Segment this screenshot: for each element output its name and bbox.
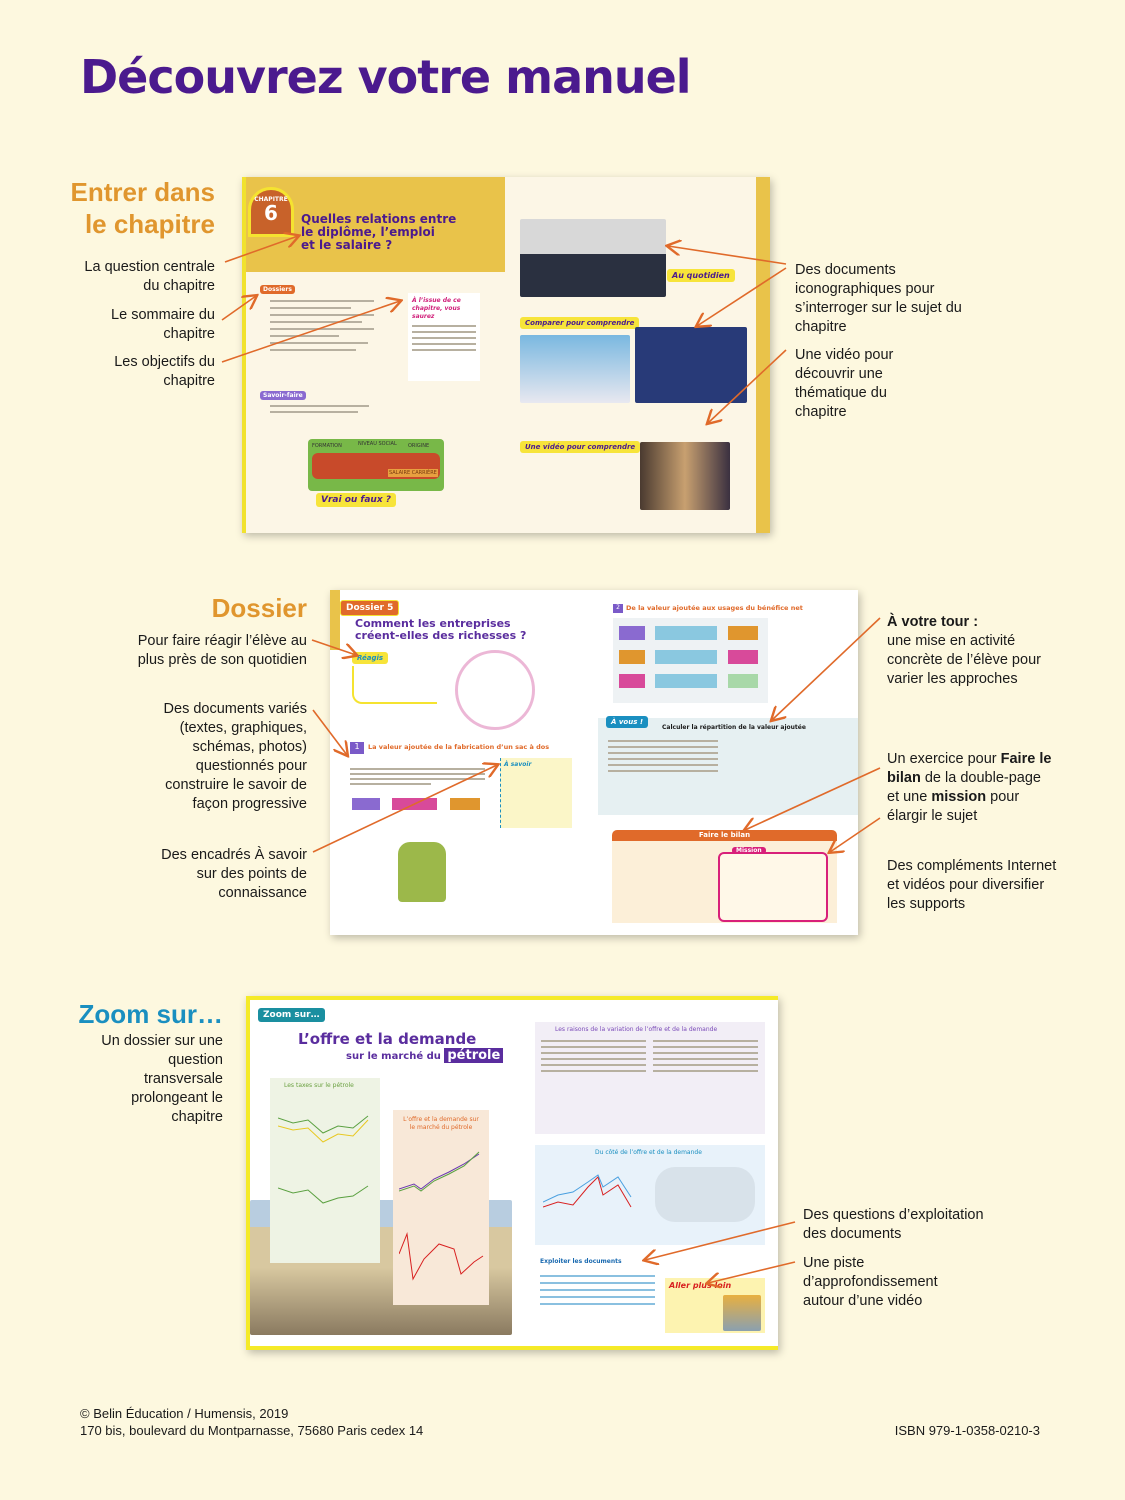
label-dossier-transversal: Un dossier sur une question transversale… [101,1033,223,1125]
zoom-title: L’offre et la demande sur le marché du p… [298,1030,504,1063]
video-thumbnail[interactable] [640,442,730,510]
chapter-question: Quelles relations entre le diplôme, l’em… [301,212,457,252]
label-piste-approfondissement: Une piste d’approfondissement autour d’u… [803,1255,938,1309]
label-a-votre-tour: À votre tour :une mise en activité concr… [887,614,1041,687]
page-title: Découvrez votre manuel [80,50,692,104]
label-documents-iconographiques: Des documents iconographiques pour s’int… [795,262,962,335]
label-reagir: Pour faire réagir l’élève au plus près d… [137,633,307,668]
spread-chapitre: CHAPITRE 6 Quelles relations entre le di… [242,177,770,533]
photo-mechanics [635,327,747,403]
dossier-title: Comment les entreprises créent-elles des… [355,617,527,642]
label-a-savoir: Des encadrés À savoir sur des points de … [161,847,307,901]
faire-le-bilan-bar: Faire le bilan [612,830,837,841]
doc1-title: La valeur ajoutée de la fabrication d’un… [368,743,550,751]
comparer-label: Comparer pour comprendre [520,317,640,329]
value-diagram [613,618,768,703]
section-heading-zoom: Zoom sur… [78,999,223,1029]
dossiers-tag: Dossiers [260,285,295,294]
label-documents-varies: Des documents variés (textes, graphiques… [163,701,307,812]
objectives-box: À l’issue de ce chapitre, vous saurez [408,293,480,381]
label-video: Une vidéo pour découvrir une thématique … [795,347,894,420]
mission-box: Mission [718,847,828,922]
label-questions-exploitation: Des questions d’exploitation des documen… [803,1207,984,1242]
label-question-centrale: La question centrale du chapitre [84,259,215,294]
scooter-illustration [455,650,535,730]
world-map [655,1167,755,1222]
a-vous-section: À vous ! Calculer la répartition de la v… [598,716,858,815]
doc3-text-box: Les raisons de la variation de l’offre e… [535,1022,765,1134]
race-track-illustration: FORMATION NIVEAU SOCIAL ORIGINE SALAIRE … [308,439,444,491]
vrai-faux-label: Vrai ou faux ? [316,493,396,507]
section-heading-chapitre: Entrer dans le chapitre [70,177,216,239]
reagis-label: Réagis [352,652,389,664]
dossier-tag: Dossier 5 [340,600,400,616]
zoom-tag: Zoom sur… [258,1008,325,1022]
spread-dossier: Dossier 5 Comment les entreprises créent… [330,590,858,935]
label-sommaire: Le sommaire du chapitre [111,307,215,342]
left-page: CHAPITRE 6 Quelles relations entre le di… [242,177,505,533]
section-heading-dossier: Dossier [211,593,307,623]
label-faire-le-bilan: Un exercice pour Faire le bilan de la do… [887,751,1052,824]
aller-plus-loin-box: Aller plus loin [665,1278,765,1333]
photo-nurses [520,335,630,403]
doc4-chart-box: Du côté de l’offre et de la demande [535,1145,765,1245]
label-complements: Des compléments Internet et vidéos pour … [887,858,1057,912]
doc2-title: De la valeur ajoutée aux usages du bénéf… [626,604,803,612]
doc2-chart-box: L’offre et la demande sur le marché du p… [393,1110,489,1305]
exploiter-title: Exploiter les documents [540,1258,622,1265]
a-savoir-box: À savoir [500,758,572,828]
chapter-badge: CHAPITRE 6 [248,187,294,237]
footer-publisher: © Belin Éducation / Humensis, 2019 170 b… [80,1406,424,1438]
footer-isbn: ISBN 979-1-0358-0210-3 [894,1423,1040,1438]
video-label: Une vidéo pour comprendre [520,441,641,453]
right-page: Au quotidien Comparer pour comprendre Un… [505,177,770,533]
label-objectifs: Les objectifs du chapitre [114,354,215,389]
au-quotidien-label: Au quotidien [667,269,735,282]
doc1-chart-box: Les taxes sur le pétrole [270,1078,380,1263]
savoir-faire-tag: Savoir-faire [260,391,306,400]
backpack-illustration [398,842,446,902]
photo-graduation [520,219,666,297]
sommaire-list [270,295,385,356]
spread-zoom: Zoom sur… L’offre et la demande sur le m… [246,996,778,1350]
